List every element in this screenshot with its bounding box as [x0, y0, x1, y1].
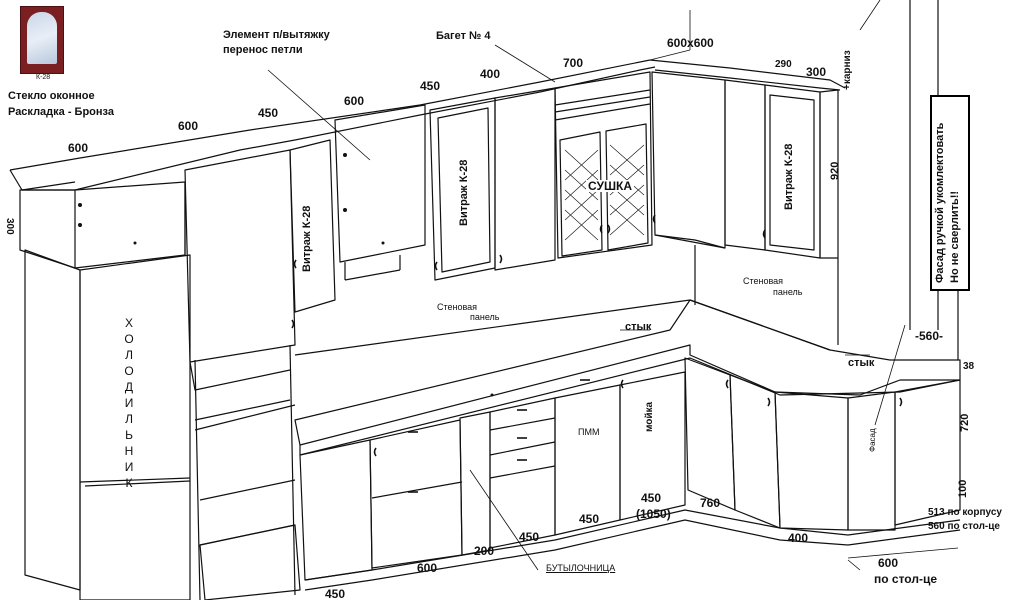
- wall-panel-2-line-2: панель: [773, 287, 803, 297]
- facade-label: Фасад: [868, 428, 877, 452]
- handle-note-box: [930, 95, 970, 291]
- dim-bottom-600-right-note: по стол-це: [874, 572, 938, 586]
- dim-top-290: 290: [775, 59, 792, 70]
- dim-top-600-b: 600: [178, 119, 199, 133]
- dim-height-300: 300: [4, 218, 15, 235]
- handle-note-line-1: Фасад ручкой укомлектовать: [934, 122, 946, 283]
- dim-bottom-450-c: 450: [579, 512, 600, 526]
- joint-callout-1: стык: [625, 321, 652, 333]
- dim-bottom-450-a: 450: [325, 587, 346, 601]
- dim-top-450-a: 450: [258, 106, 279, 120]
- dim-top-600-left: 600: [68, 141, 89, 155]
- hood-element-callout-1: Элемент п/вытяжку: [223, 29, 330, 41]
- dim-bottom-600: 600: [417, 561, 438, 575]
- joint-callout-2: стык: [848, 357, 875, 369]
- dim-depth-513: 513 по корпусу: [928, 507, 1002, 518]
- hood-element-callout-2: перенос петли: [223, 44, 303, 56]
- glass-sample-image: [20, 6, 64, 74]
- baguette-callout: Багет № 4: [436, 30, 491, 42]
- dim-corner-600x600: 600х600: [667, 36, 714, 50]
- dim-top-450-b: 450: [420, 79, 441, 93]
- bottle-rack-callout: БУТЫЛОЧНИЦА: [546, 563, 616, 573]
- dishwasher-label: ПММ: [578, 427, 600, 437]
- fridge-letter: О: [124, 364, 134, 378]
- dim-depth-560-top: 560 по стол-це: [928, 521, 1000, 532]
- fridge-letter: Х: [124, 316, 133, 330]
- vitrage-left-label: Витраж К-28: [301, 205, 313, 272]
- wall-panel-2-line-1: Стеновая: [743, 276, 784, 286]
- dim-height-920: 920: [829, 161, 841, 180]
- fridge-letter: Н: [124, 444, 134, 458]
- dim-top-600-c: 600: [344, 94, 365, 108]
- dim-height-100: 100: [957, 479, 969, 498]
- dim-bottom-450-d: 450: [641, 491, 662, 505]
- dim-bottom-400: 400: [788, 531, 809, 545]
- fridge-letter: Д: [124, 380, 134, 394]
- dim-height-38: 38: [963, 361, 975, 372]
- dim-top-700: 700: [563, 56, 584, 70]
- dim-bottom-1050: (1050): [636, 507, 671, 521]
- dim-bottom-760: 760: [700, 496, 721, 510]
- fridge-letter: Л: [125, 412, 133, 426]
- fridge-letter: Л: [125, 348, 133, 362]
- vitrage-mid-label: Витраж К-28: [458, 159, 470, 226]
- fridge-letter: Ь: [125, 428, 133, 442]
- dim-top-400: 400: [480, 67, 501, 81]
- handle-note-line-2: Но не сверлить!!: [949, 190, 961, 283]
- dryer-label: СУШКА: [586, 179, 635, 193]
- fridge-letter: О: [124, 332, 134, 346]
- dim-height-720: 720: [959, 413, 971, 432]
- fridge-letter: И: [124, 396, 134, 410]
- fridge-label: Х О Л О Д И Л Ь Н И К: [122, 315, 136, 491]
- wall-panel-1-line-1: Стеновая: [437, 302, 478, 312]
- wall-panel-1-line-2: панель: [470, 312, 500, 322]
- vitrage-right-label: Витраж К-28: [783, 143, 795, 210]
- dim-depth-560: -560-: [915, 329, 944, 343]
- dim-bottom-450-b: 450: [519, 530, 540, 544]
- dim-top-300: 300: [806, 65, 827, 79]
- glass-pane-icon: [27, 12, 57, 64]
- fridge-letter: И: [124, 460, 134, 474]
- sample-code: К-28: [36, 74, 51, 81]
- sample-caption-2: Раскладка - Бронза: [8, 106, 114, 118]
- fridge-letter: К: [125, 476, 133, 490]
- dim-bottom-200: 200: [474, 544, 495, 558]
- sample-caption-1: Стекло оконное: [8, 90, 95, 102]
- cornice-callout: +карниз: [842, 50, 853, 90]
- dim-bottom-600-right: 600: [878, 556, 899, 570]
- sink-label: мойка: [644, 401, 655, 432]
